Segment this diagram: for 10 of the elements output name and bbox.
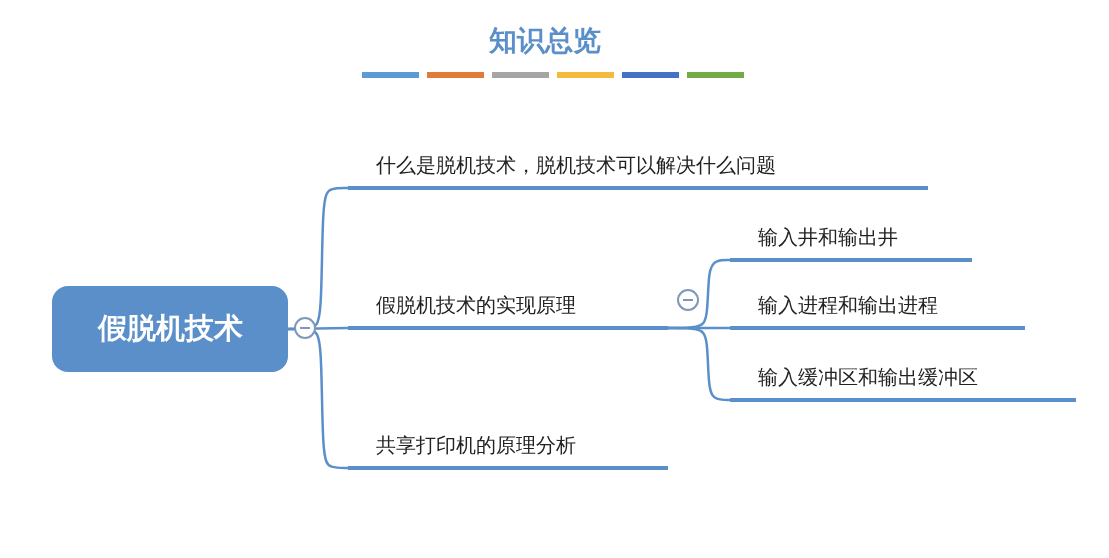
subtopic-label: 输入进程和输出进程 bbox=[730, 284, 1025, 330]
subtopic-label: 共享打印机的原理分析 bbox=[348, 424, 668, 470]
connector-line bbox=[288, 327, 348, 470]
connector-line bbox=[668, 326, 730, 402]
title: 知识总览 bbox=[488, 23, 602, 59]
subtopic-label: 输入井和输出井 bbox=[730, 216, 972, 262]
subtopic-label: 假脱机技术的实现原理 bbox=[348, 284, 668, 330]
root-topic-box: 假脱机技术 bbox=[52, 286, 288, 372]
subtopic-label: 什么是脱机技术，脱机技术可以解决什么问题 bbox=[348, 144, 928, 190]
subtopic-label: 输入缓冲区和输出缓冲区 bbox=[730, 356, 1076, 402]
